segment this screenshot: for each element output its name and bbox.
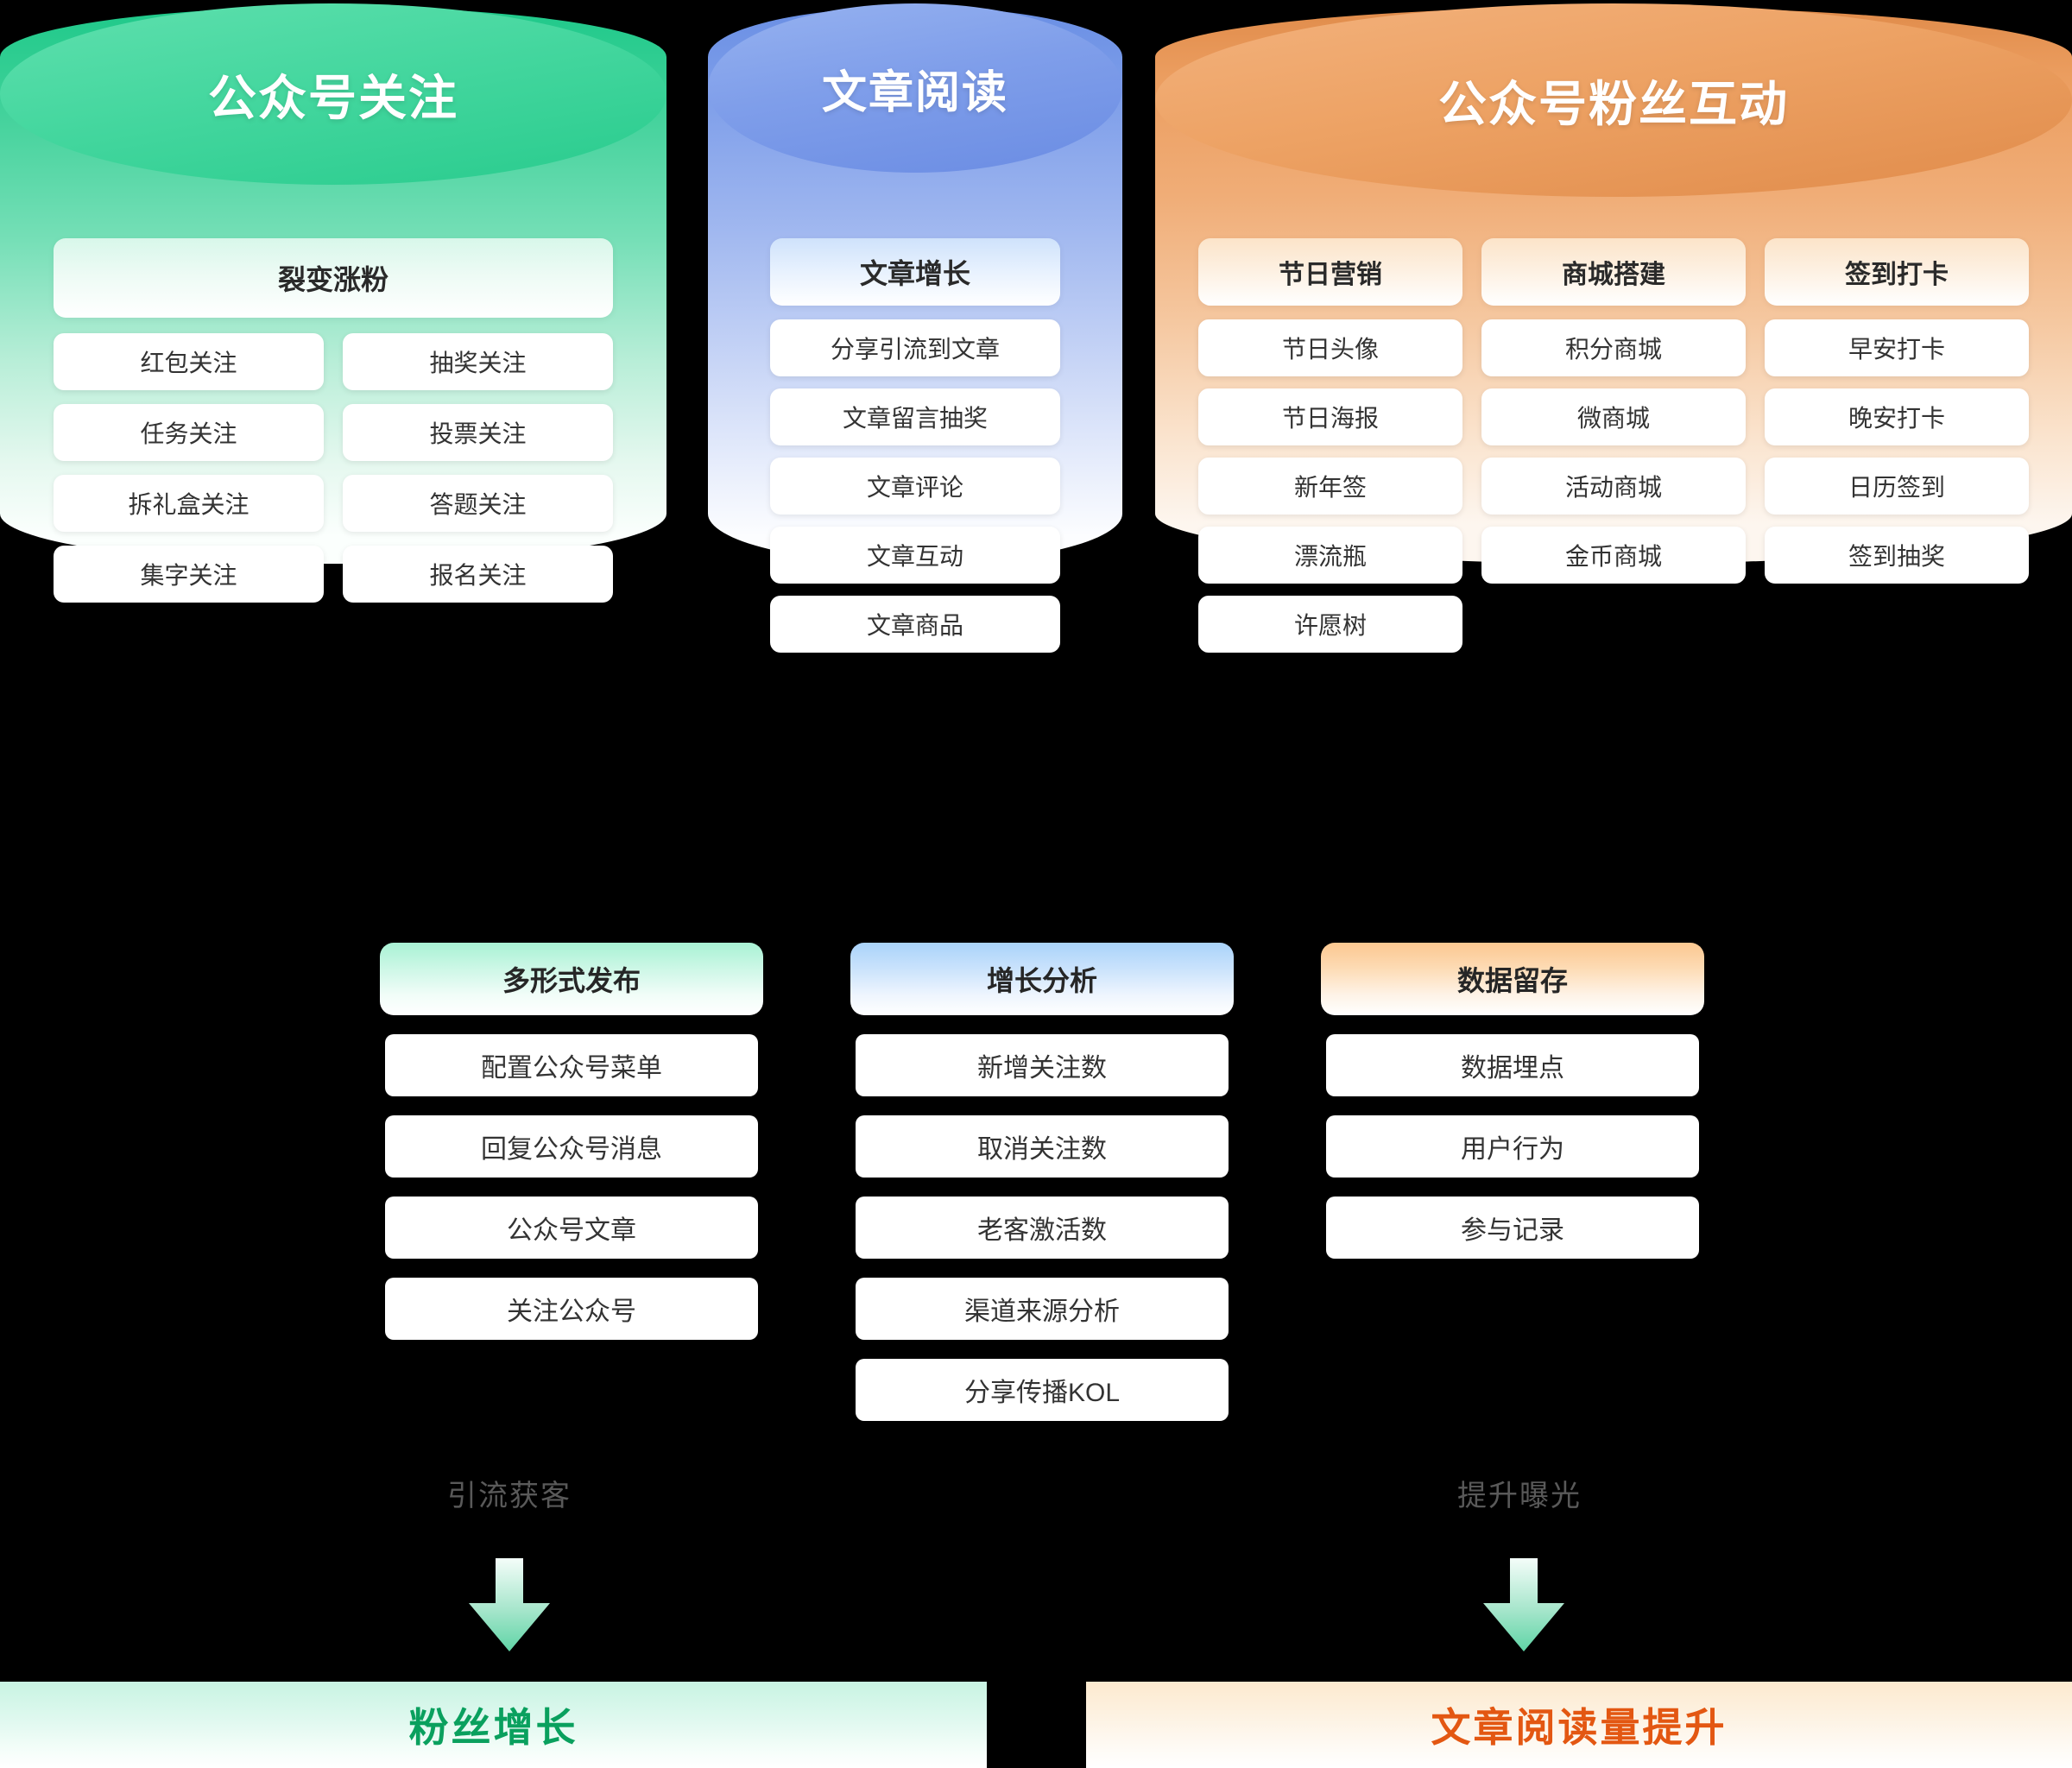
group-header-pill[interactable]: 签到打卡	[1765, 238, 2029, 306]
mid-column-multi-form-publish: 多形式发布 配置公众号菜单 回复公众号消息 公众号文章 关注公众号	[380, 943, 763, 1340]
pill-item[interactable]: 早安打卡	[1765, 319, 2029, 376]
cylinder-content: 节日营销 节日头像 节日海报 新年签 漂流瓶 许愿树 商城搭建 积分商城 微商城…	[1198, 238, 2029, 653]
flow-label-left: 引流获客	[447, 1480, 572, 1512]
group-header-pill[interactable]: 裂变涨粉	[54, 238, 613, 318]
pill-item[interactable]: 签到抽奖	[1765, 527, 2029, 584]
pill-item[interactable]: 微商城	[1481, 388, 1746, 445]
mid-column-header[interactable]: 数据留存	[1321, 943, 1704, 1015]
pill-item[interactable]: 许愿树	[1198, 596, 1462, 653]
mid-item[interactable]: 渠道来源分析	[856, 1278, 1229, 1340]
group-header-pill[interactable]: 文章增长	[770, 238, 1060, 306]
pill-item[interactable]: 红包关注	[54, 333, 324, 390]
flow-label-right: 提升曝光	[1457, 1480, 1582, 1512]
mid-column-items: 配置公众号菜单 回复公众号消息 公众号文章 关注公众号	[380, 1034, 763, 1340]
pill-item[interactable]: 文章商品	[770, 596, 1060, 653]
pill-item[interactable]: 集字关注	[54, 546, 324, 603]
pill-item[interactable]: 拆礼盒关注	[54, 475, 324, 532]
group-item-list: 分享引流到文章 文章留言抽奖 文章评论 文章互动 文章商品	[770, 319, 1060, 653]
cylinder-article-read: 文章阅读 文章增长 分享引流到文章 文章留言抽奖 文章评论 文章互动 文章商品	[708, 3, 1122, 653]
cylinder-top-ellipse: 公众号关注	[0, 3, 666, 185]
group-item-grid: 红包关注 抽奖关注 任务关注 投票关注 拆礼盒关注 答题关注 集字关注 报名关注	[54, 333, 613, 603]
pill-item[interactable]: 报名关注	[343, 546, 613, 603]
cylinder-gzh-follow: 公众号关注 裂变涨粉 红包关注 抽奖关注 任务关注 投票关注 拆礼盒关注 答题关…	[0, 3, 666, 603]
pill-item[interactable]: 漂流瓶	[1198, 527, 1462, 584]
pill-item[interactable]: 任务关注	[54, 404, 324, 461]
group-header-pill[interactable]: 节日营销	[1198, 238, 1462, 306]
mid-column-items: 新增关注数 取消关注数 老客激活数 渠道来源分析 分享传播KOL	[850, 1034, 1234, 1421]
mid-item[interactable]: 老客激活数	[856, 1197, 1229, 1259]
banner-fans-growth: 粉丝增长	[0, 1682, 987, 1768]
banner-text: 文章阅读量提升	[1431, 1705, 1728, 1750]
pill-item[interactable]: 答题关注	[343, 475, 613, 532]
mid-column-data-retention: 数据留存 数据埋点 用户行为 参与记录	[1321, 943, 1704, 1259]
mid-column-items: 数据埋点 用户行为 参与记录	[1321, 1034, 1704, 1259]
cylinder-top-ellipse: 文章阅读	[708, 3, 1122, 173]
pill-item[interactable]: 日历签到	[1765, 458, 2029, 515]
group-column: 商城搭建 积分商城 微商城 活动商城 金币商城	[1481, 238, 1746, 653]
pill-item[interactable]: 活动商城	[1481, 458, 1746, 515]
cylinder-content: 文章增长 分享引流到文章 文章留言抽奖 文章评论 文章互动 文章商品	[770, 238, 1060, 653]
group-item-list: 早安打卡 晚安打卡 日历签到 签到抽奖	[1765, 319, 2029, 584]
group-item-list: 节日头像 节日海报 新年签 漂流瓶 许愿树	[1198, 319, 1462, 653]
down-arrow-icon	[1468, 1558, 1580, 1653]
down-arrow-icon	[453, 1558, 565, 1653]
group-column: 节日营销 节日头像 节日海报 新年签 漂流瓶 许愿树	[1198, 238, 1462, 653]
group-item-list: 积分商城 微商城 活动商城 金币商城	[1481, 319, 1746, 584]
pill-item[interactable]: 抽奖关注	[343, 333, 613, 390]
mid-item[interactable]: 新增关注数	[856, 1034, 1229, 1096]
pill-item[interactable]: 分享引流到文章	[770, 319, 1060, 376]
group-column: 签到打卡 早安打卡 晚安打卡 日历签到 签到抽奖	[1765, 238, 2029, 653]
mid-item[interactable]: 参与记录	[1326, 1197, 1699, 1259]
banner-reading-boost: 文章阅读量提升	[1086, 1682, 2072, 1768]
pill-item[interactable]: 文章互动	[770, 527, 1060, 584]
pill-item[interactable]: 金币商城	[1481, 527, 1746, 584]
pill-item[interactable]: 晚安打卡	[1765, 388, 2029, 445]
pill-item[interactable]: 文章留言抽奖	[770, 388, 1060, 445]
pill-item[interactable]: 新年签	[1198, 458, 1462, 515]
mid-column-header[interactable]: 多形式发布	[380, 943, 763, 1015]
cylinder-title: 公众号关注	[208, 70, 458, 125]
pill-item[interactable]: 节日海报	[1198, 388, 1462, 445]
pill-item[interactable]: 投票关注	[343, 404, 613, 461]
banner-text: 粉丝增长	[408, 1705, 578, 1750]
cylinder-title: 文章阅读	[821, 67, 1008, 118]
mid-item[interactable]: 分享传播KOL	[856, 1359, 1229, 1421]
mid-item[interactable]: 取消关注数	[856, 1115, 1229, 1178]
group-header-pill[interactable]: 商城搭建	[1481, 238, 1746, 306]
mid-column-header[interactable]: 增长分析	[850, 943, 1234, 1015]
mid-item[interactable]: 用户行为	[1326, 1115, 1699, 1178]
cylinder-title: 公众号粉丝互动	[1438, 76, 1789, 131]
pill-item[interactable]: 积分商城	[1481, 319, 1746, 376]
mid-column-growth-analysis: 增长分析 新增关注数 取消关注数 老客激活数 渠道来源分析 分享传播KOL	[850, 943, 1234, 1421]
cylinder-top-ellipse: 公众号粉丝互动	[1155, 3, 2072, 197]
mid-item[interactable]: 回复公众号消息	[385, 1115, 758, 1178]
mid-item[interactable]: 配置公众号菜单	[385, 1034, 758, 1096]
pill-item[interactable]: 节日头像	[1198, 319, 1462, 376]
mid-item[interactable]: 数据埋点	[1326, 1034, 1699, 1096]
cylinder-content: 裂变涨粉 红包关注 抽奖关注 任务关注 投票关注 拆礼盒关注 答题关注 集字关注…	[54, 238, 613, 603]
mid-item[interactable]: 关注公众号	[385, 1278, 758, 1340]
cylinder-fans-interaction: 公众号粉丝互动 节日营销 节日头像 节日海报 新年签 漂流瓶 许愿树 商城搭建 …	[1155, 3, 2072, 653]
mid-item[interactable]: 公众号文章	[385, 1197, 758, 1259]
pill-item[interactable]: 文章评论	[770, 458, 1060, 515]
